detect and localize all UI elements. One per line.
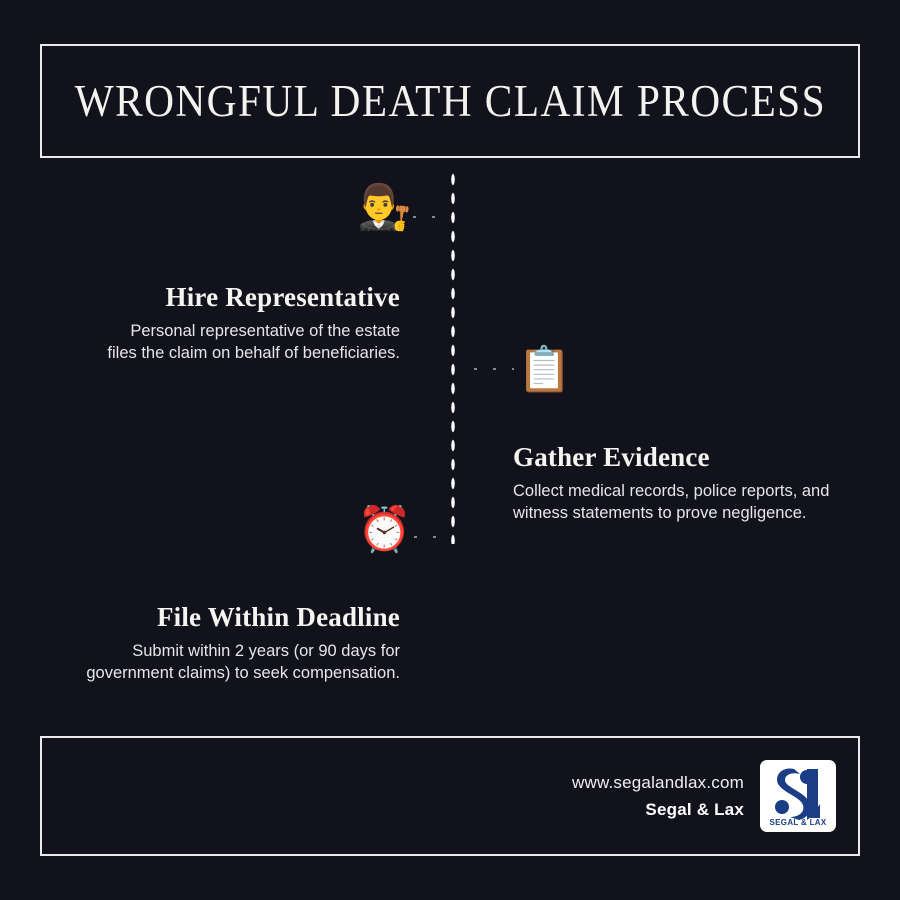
timeline-dotted-spine — [450, 170, 456, 544]
brand-name: Segal & Lax — [645, 800, 744, 819]
page-title: WRONGFUL DEATH CLAIM PROCESS — [74, 76, 826, 126]
step-3-body: Submit within 2 years (or 90 days for go… — [86, 642, 400, 683]
segal-and-lax-logo: SEGAL & LAX — [760, 760, 836, 832]
logo-monogram-icon — [775, 768, 820, 820]
step-1-textblock: Hire Representative Personal representat… — [40, 282, 400, 365]
step-2-textblock: Gather Evidence Collect medical records,… — [513, 442, 873, 525]
step-2-heading: Gather Evidence — [513, 442, 710, 472]
step-1-body: Personal representative of the estate fi… — [107, 322, 400, 363]
step-3-textblock: File Within Deadline Submit within 2 yea… — [40, 602, 400, 685]
website-url[interactable]: www.segalandlax.com — [572, 772, 744, 792]
footer-content: www.segalandlax.com Segal & Lax SEGAL & … — [572, 760, 836, 832]
logo-wordmark: SEGAL & LAX — [769, 818, 827, 827]
timeline-connector-step-2 — [466, 366, 514, 372]
timeline-connector-step-1 — [405, 214, 453, 220]
timeline-connector-step-3 — [406, 534, 454, 540]
step-2-body: Collect medical records, police reports,… — [513, 482, 830, 523]
footer-text-group: www.segalandlax.com Segal & Lax — [572, 769, 744, 823]
alarm-clock-emoji: ⏰ — [357, 504, 412, 555]
clipboard-emoji: 📋 — [517, 344, 572, 395]
title-box: WRONGFUL DEATH CLAIM PROCESS — [40, 44, 860, 158]
step-3-heading: File Within Deadline — [156, 602, 400, 632]
step-1-heading: Hire Representative — [165, 282, 400, 312]
footer-box: www.segalandlax.com Segal & Lax SEGAL & … — [40, 736, 860, 856]
judge-emoji: 👨‍⚖️ — [357, 182, 412, 233]
